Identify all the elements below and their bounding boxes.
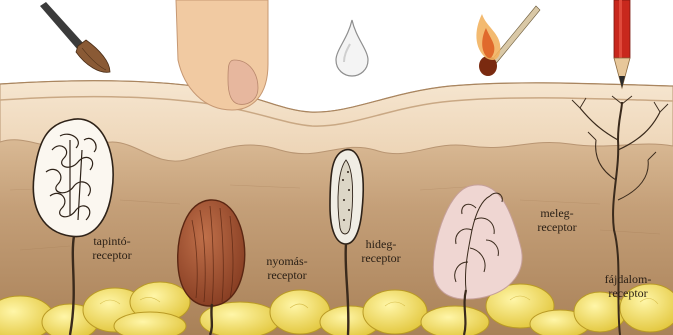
tactile-receptor-label: tapintó-receptor — [78, 234, 146, 262]
cold-receptor-label: hideg-receptor — [346, 237, 416, 265]
warm-receptor-label: meleg-receptor — [522, 206, 592, 234]
pain-receptor-label: fájdalom-receptor — [588, 272, 668, 300]
pressure-receptor-label: nyomás-receptor — [252, 254, 322, 282]
